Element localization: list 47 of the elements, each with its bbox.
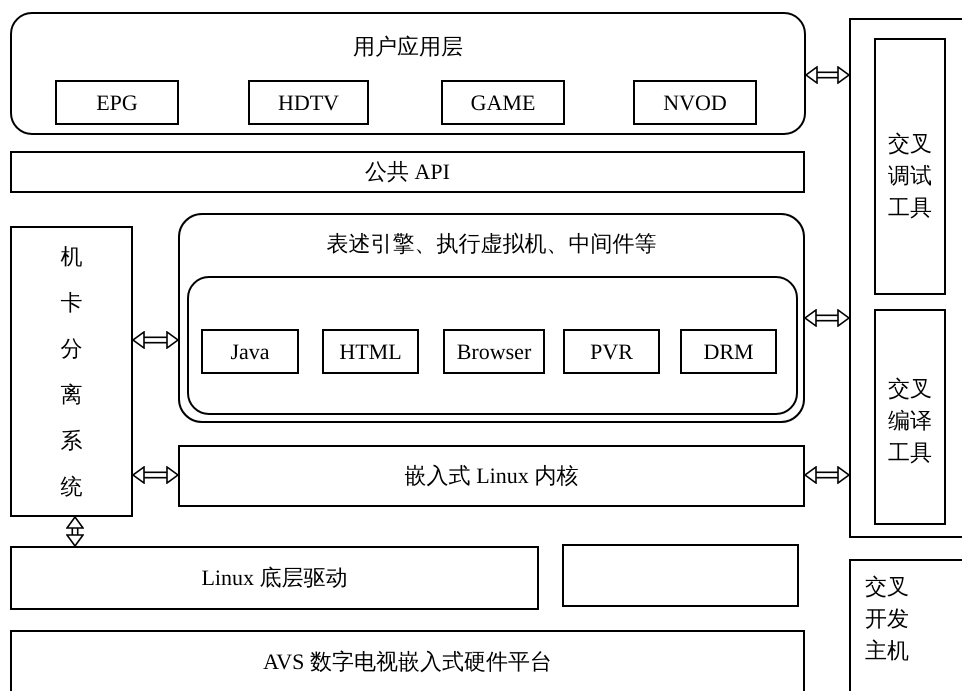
module-box: [322, 329, 419, 374]
inner-panel: [187, 276, 798, 415]
node-label: AVS 数字电视嵌入式硬件平台: [263, 648, 552, 676]
node-label: NVOD: [663, 90, 727, 116]
double-arrow: [804, 466, 850, 484]
module-box: [563, 329, 660, 374]
system-column: [10, 226, 133, 517]
node-label: Browser: [456, 338, 532, 364]
node-label: 交叉编译工具: [888, 375, 932, 467]
double-arrow: [804, 309, 850, 327]
layer-bar: [10, 151, 805, 193]
tool-box: [874, 309, 946, 525]
node-label: 机卡分离系统: [60, 243, 82, 501]
node-label: HTML: [339, 338, 402, 364]
tool-column: [849, 18, 962, 538]
module-box: [441, 80, 565, 125]
layer-panel: [10, 12, 806, 135]
module-box: [248, 80, 369, 125]
double-arrow: [132, 331, 179, 349]
node-label: GAME: [470, 90, 536, 116]
empty-box: [562, 544, 799, 607]
middleware-panel: [178, 213, 805, 423]
module-box: [201, 329, 299, 374]
host-box: [849, 559, 962, 691]
layer-bar: [10, 630, 805, 691]
module-box: [443, 329, 545, 374]
module-box: [633, 80, 757, 125]
module-box: [680, 329, 777, 374]
double-arrow: [805, 66, 850, 84]
node-label: EPG: [96, 90, 138, 116]
layer-bar: [178, 445, 805, 507]
module-box: [55, 80, 179, 125]
tool-box: [874, 38, 946, 295]
node-label: HDTV: [278, 90, 340, 116]
node-label: 嵌入式 Linux 内核: [404, 462, 578, 490]
node-label: Java: [230, 338, 270, 364]
node-label: DRM: [703, 338, 754, 364]
node-label: 表述引擎、执行虚拟机、中间件等: [326, 230, 656, 258]
double-arrow: [66, 516, 84, 547]
node-label: 公共 API: [365, 158, 450, 186]
node-label: 交叉调试工具: [888, 130, 932, 222]
double-arrow: [132, 466, 179, 484]
node-label: 用户应用层: [353, 33, 463, 61]
layer-bar: [10, 546, 539, 610]
node-label: PVR: [590, 338, 633, 364]
node-label: 交叉开发主机: [865, 573, 909, 665]
node-label: Linux 底层驱动: [201, 564, 348, 592]
